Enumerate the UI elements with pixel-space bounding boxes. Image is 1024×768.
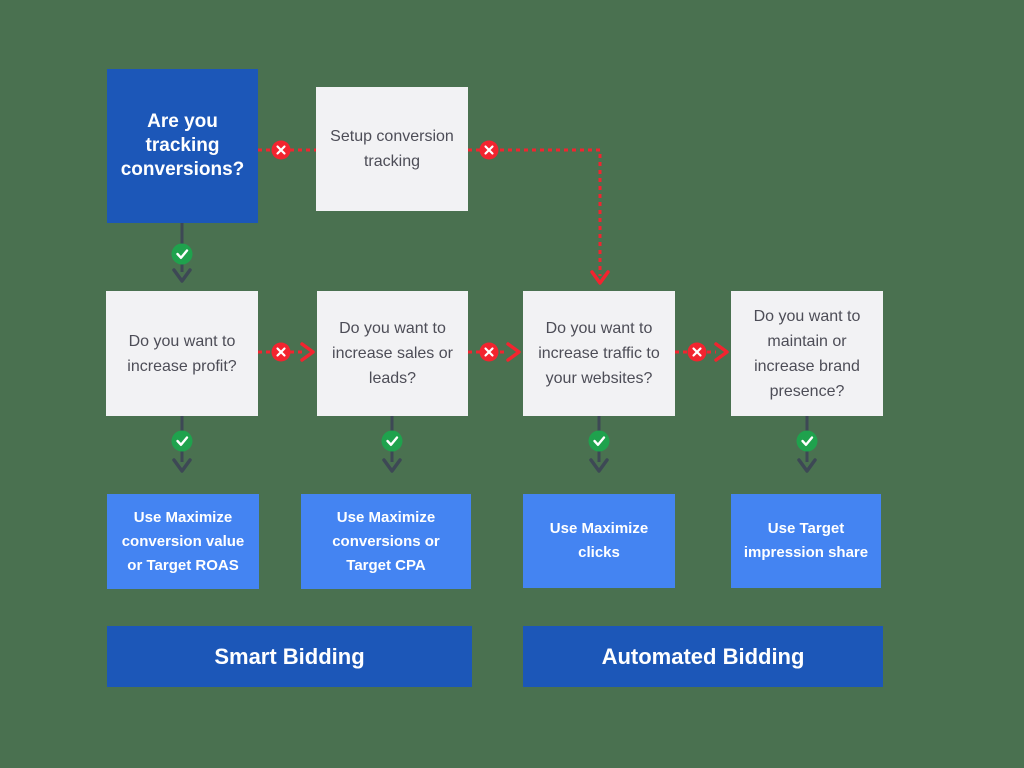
node-setup-conversion-tracking-label: Setup conversion tracking — [330, 128, 454, 170]
node-question-increase-traffic: Do you want to increase traffic to your … — [523, 291, 675, 416]
banner-smart-bidding-label: Smart Bidding — [214, 643, 365, 669]
arrowhead-right-red-icon — [300, 342, 729, 362]
node-question-increase-traffic-label: Do you want to increase traffic to your … — [538, 320, 660, 387]
no-path-setup-to-traffic-question — [468, 148, 602, 276]
node-strategy-maximize-conversions-label: Use Maximize conversions or Target CPA — [332, 508, 440, 574]
node-strategy-maximize-clicks: Use Maximize clicks — [523, 494, 675, 588]
node-root-question: Are you tracking conversions? — [107, 69, 258, 223]
yes-paths-questions-to-strategies — [180, 416, 809, 462]
banner-automated-bidding-label: Automated Bidding — [601, 643, 805, 669]
node-question-increase-sales-label: Do you want to increase sales or leads? — [332, 320, 453, 387]
x-icon — [271, 140, 707, 362]
banner-automated-bidding: Automated Bidding — [523, 626, 883, 687]
node-setup-conversion-tracking: Setup conversion tracking — [316, 87, 468, 211]
node-question-increase-profit: Do you want to increase profit? — [106, 291, 258, 416]
node-strategy-maximize-conversion-value: Use Maximize conversion value or Target … — [107, 494, 259, 589]
banner-smart-bidding: Smart Bidding — [107, 626, 472, 687]
arrowhead-down-red-icon — [590, 270, 610, 285]
node-question-brand-presence: Do you want to maintain or increase bran… — [731, 291, 883, 416]
node-strategy-maximize-conversions: Use Maximize conversions or Target CPA — [301, 494, 471, 589]
node-question-increase-sales: Do you want to increase sales or leads? — [317, 291, 468, 416]
node-strategy-target-impression-share: Use Target impression share — [731, 494, 881, 588]
check-icon — [171, 243, 818, 452]
node-root-question-label: Are you tracking conversions? — [120, 111, 245, 180]
node-strategy-maximize-clicks-label: Use Maximize clicks — [549, 520, 649, 561]
arrowhead-down-slate-icon — [172, 268, 817, 473]
node-question-brand-presence-label: Do you want to maintain or increase bran… — [753, 307, 861, 400]
node-strategy-maximize-conversion-value-label: Use Maximize conversion value or Target … — [121, 508, 245, 574]
node-strategy-target-impression-share-label: Use Target impression share — [743, 520, 869, 561]
node-question-increase-profit-label: Do you want to increase profit? — [127, 332, 237, 375]
